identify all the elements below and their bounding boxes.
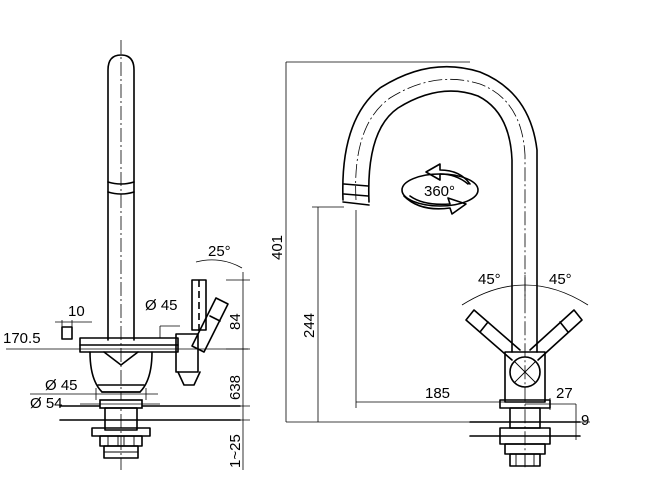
dim-84-label: 84 [227,313,244,330]
dim-angle-right-label: 45° [549,271,572,288]
dim-638-label: 638 [227,375,244,400]
dim-170-5-label: 170.5 [3,330,41,347]
dim-base-dia-54-label: Ø 54 [30,395,63,412]
side-view: 10 170.5 Ø 45 Ø 45 Ø 54 25° 84 638 1~25 [3,40,250,470]
dim-185-label: 185 [425,385,450,402]
dim-angle-left-label: 45° [478,271,501,288]
rotation-label: 360° [424,183,455,200]
rotation-360-icon: 360° [401,163,479,215]
dim-27-label: 27 [556,385,573,402]
dim-body-dia-45-label: Ø 45 [145,297,178,314]
front-view: 45° 45° 360° 401 244 185 [269,61,590,470]
dim-10-label: 10 [68,303,85,320]
dim-lever-angle-label: 25° [208,243,231,260]
dim-1-25-label: 1~25 [227,434,244,468]
dim-9-label: 9 [581,412,589,429]
dim-244-label: 244 [301,313,318,338]
dim-401-label: 401 [269,235,286,260]
dim-base-dia-45-label: Ø 45 [45,377,78,394]
